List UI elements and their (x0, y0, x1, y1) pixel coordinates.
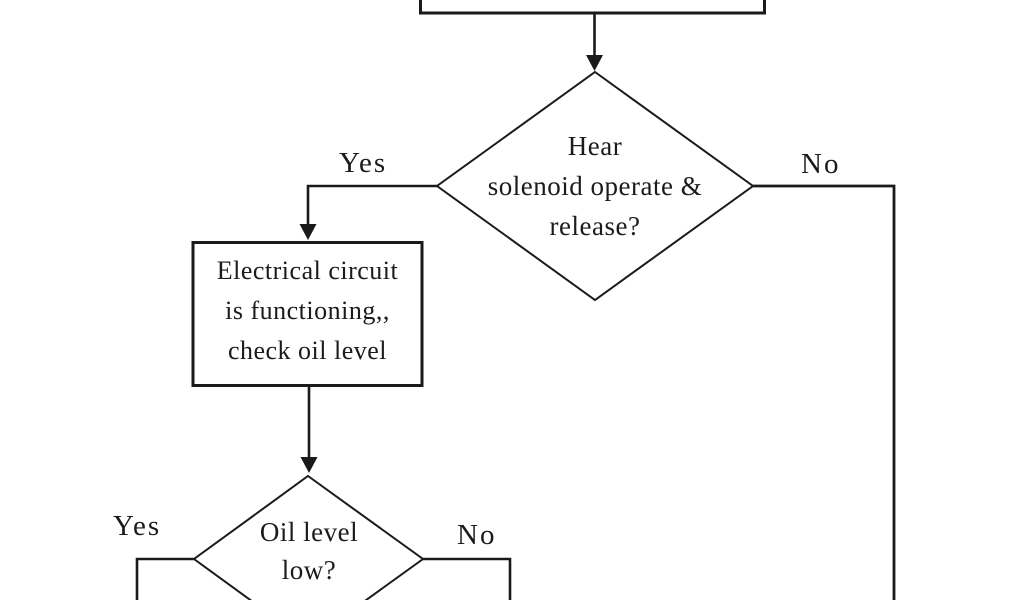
label-decision2-yes: Yes (113, 510, 162, 542)
process-electrical-text: Electrical circuit is functioning,, chec… (193, 251, 422, 371)
process-electrical-line3: check oil level (227, 336, 388, 365)
connector-decision2-yes (135, 557, 194, 600)
decision-solenoid-line1: Hear (567, 131, 623, 161)
arrowhead-down-3 (300, 457, 318, 473)
process-electrical-line1: Electrical circuit (216, 256, 399, 285)
label-decision1-no: No (801, 148, 841, 180)
label-decision1-yes: Yes (339, 147, 388, 179)
process-electrical-line2: is functioning,, (225, 296, 390, 325)
decision-solenoid-line3: release? (549, 211, 641, 241)
process-electrical-box (191, 241, 424, 387)
arrowhead-down-2 (299, 224, 317, 240)
connector-decision1-no (753, 184, 896, 600)
connector-decision1-yes (306, 184, 437, 226)
decision-oil-text: Oil level low? (209, 513, 409, 589)
top-process-box (419, 0, 766, 15)
decision-solenoid-line2: solenoid operate & (487, 171, 703, 201)
decision-solenoid-text: Hear solenoid operate & release? (445, 126, 745, 246)
arrowhead-down-1 (586, 55, 603, 71)
decision-oil-diamond (192, 474, 425, 600)
decision-oil-line1: Oil level (259, 517, 359, 547)
connector-decision2-no (423, 557, 512, 600)
label-decision2-no: No (457, 519, 497, 551)
decision-solenoid-diamond (435, 70, 755, 302)
decision-oil-line2: low? (281, 555, 337, 585)
